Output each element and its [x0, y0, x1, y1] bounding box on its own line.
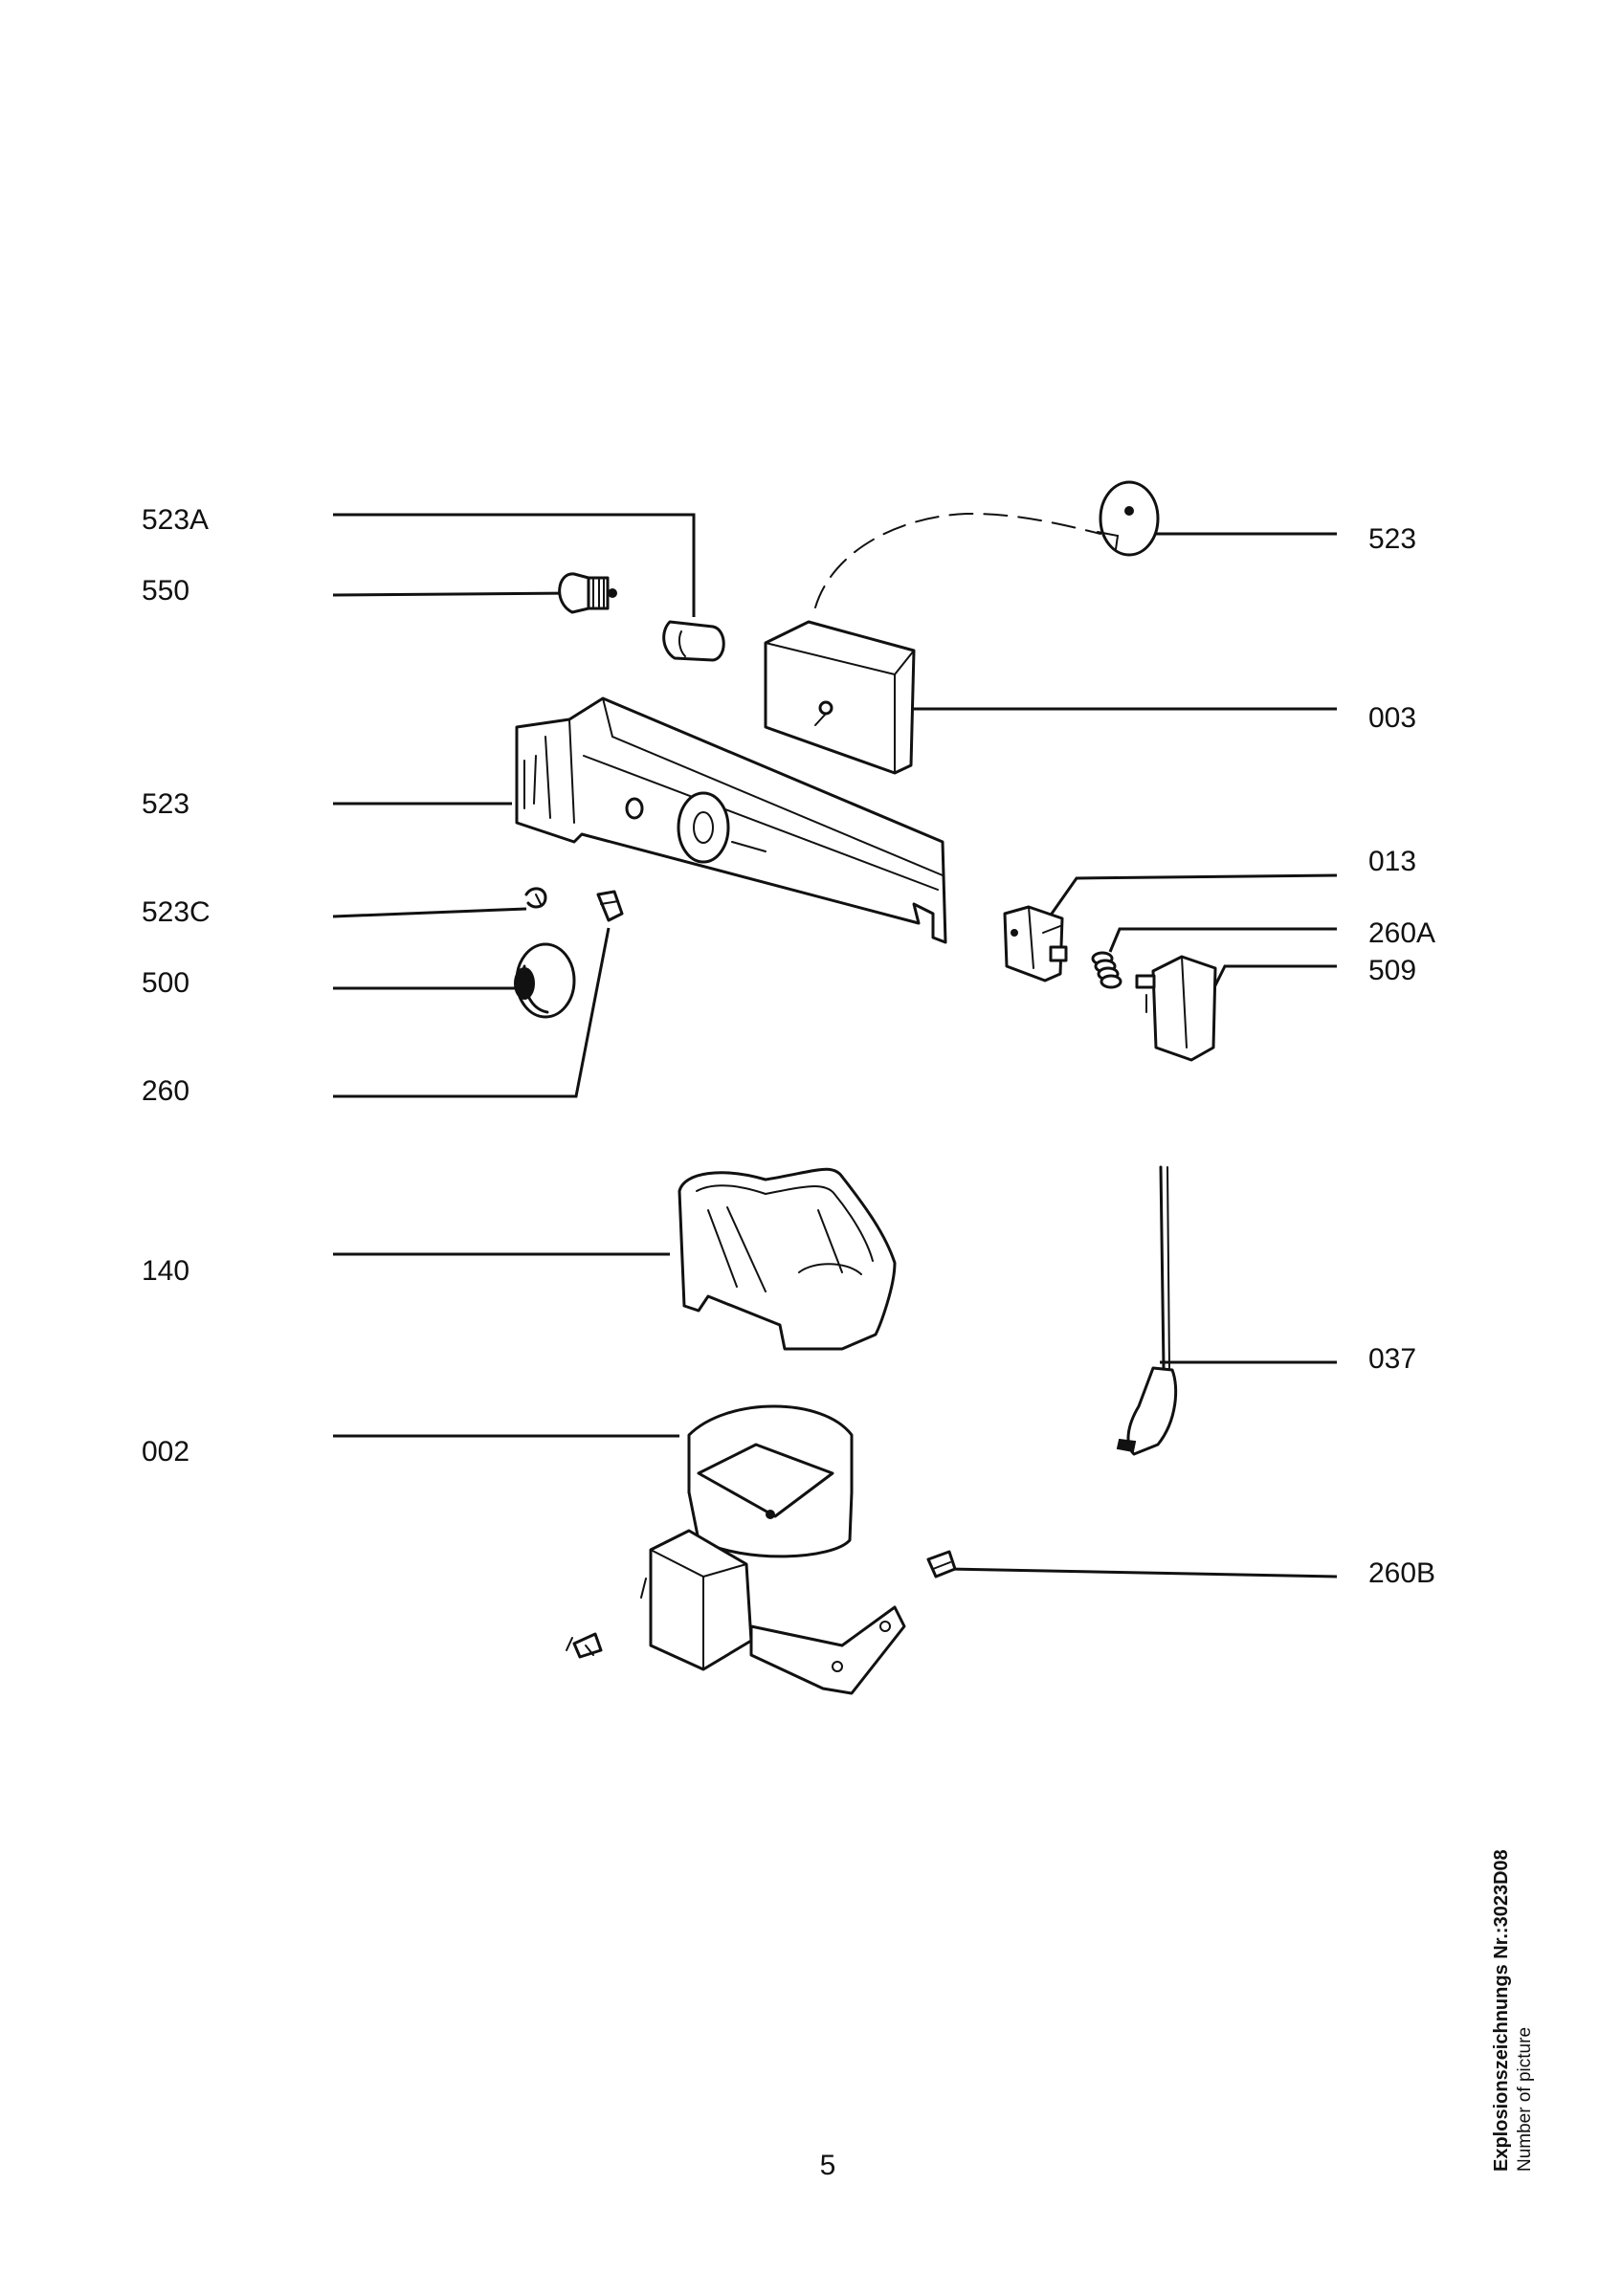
- label-260A: 260A: [1368, 917, 1435, 949]
- part-523C-clip: [524, 887, 547, 909]
- part-509-relay: [1135, 955, 1217, 1062]
- part-003-box: [764, 620, 916, 775]
- part-260A-spring: [1091, 951, 1122, 989]
- page-number: 5: [819, 2150, 836, 2181]
- label-260B: 260B: [1368, 1557, 1435, 1589]
- drawing-number-title: Explosionszeichnungs Nr.:3023D08: [1491, 1849, 1512, 2172]
- part-550-bulb: [558, 572, 617, 614]
- part-523A-holder: [662, 620, 725, 662]
- part-500-knob: [514, 942, 576, 1019]
- leader-lines-right: [901, 532, 1338, 1578]
- label-509: 509: [1368, 955, 1416, 986]
- part-523-disc: [814, 480, 1160, 608]
- label-523A: 523A: [142, 504, 209, 536]
- label-002: 002: [142, 1436, 189, 1468]
- label-550: 550: [142, 575, 189, 607]
- drawing-number-caption: Explosionszeichnungs Nr.:3023D08 Number …: [1489, 1789, 1566, 2172]
- label-523C: 523C: [142, 896, 211, 928]
- label-500: 500: [142, 967, 189, 999]
- part-140-frame: [678, 1167, 897, 1351]
- label-003: 003: [1368, 702, 1416, 734]
- part-013-switch: [1003, 905, 1068, 982]
- part-523-housing: [515, 696, 947, 944]
- part-base-clips: [566, 1632, 603, 1659]
- label-523-right: 523: [1368, 523, 1416, 555]
- label-140: 140: [142, 1255, 189, 1287]
- part-037-cord: [1116, 1165, 1178, 1456]
- part-002-compressor: [640, 1404, 906, 1695]
- label-013: 013: [1368, 846, 1416, 877]
- part-260B-clip: [926, 1550, 957, 1578]
- leader-lines-left: [332, 513, 696, 1438]
- drawing-number-subtitle: Number of picture: [1515, 2026, 1535, 2172]
- label-523-left: 523: [142, 788, 189, 820]
- part-260-clip: [596, 890, 624, 922]
- label-260: 260: [142, 1075, 189, 1107]
- label-037: 037: [1368, 1343, 1416, 1375]
